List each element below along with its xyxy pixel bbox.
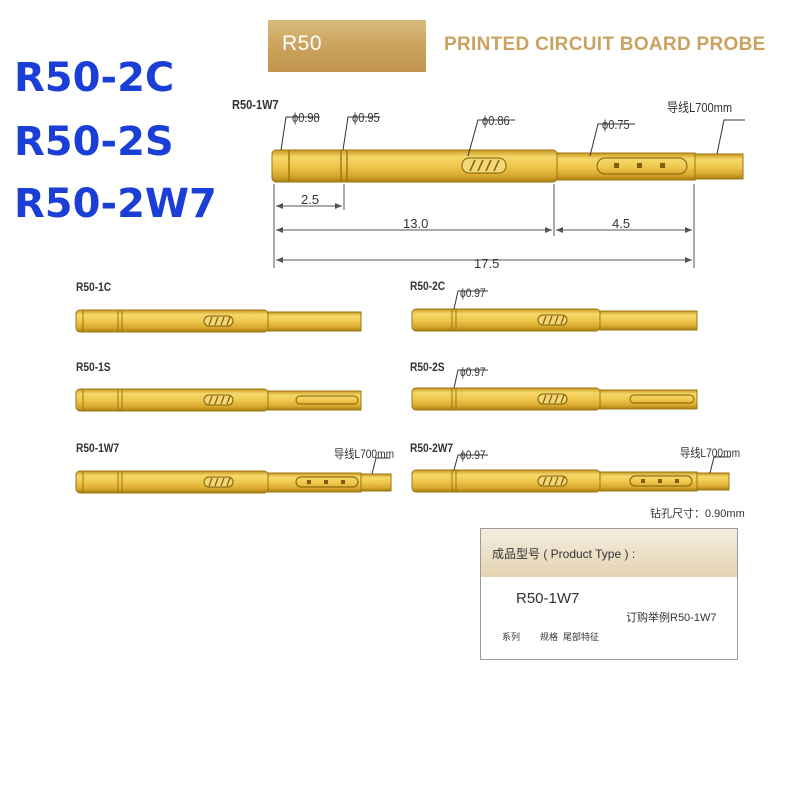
probe-r50-1w7-small bbox=[75, 457, 392, 494]
variant-wire-r50-2w7: 导线L700mm bbox=[680, 446, 741, 460]
variant-wire-r50-1w7: 导线L700mm bbox=[334, 447, 395, 461]
diameter-label-095: ϕ0.95 bbox=[352, 110, 380, 125]
series-badge bbox=[268, 20, 426, 72]
probe-r50-1c bbox=[75, 309, 362, 333]
drill-size-note: 钻孔尺寸：0.90mm bbox=[650, 508, 745, 520]
dimension-2-5: 2.5 bbox=[301, 192, 320, 207]
diameter-label-098: ϕ0.98 bbox=[292, 110, 320, 125]
probe-r50-1s bbox=[75, 388, 362, 412]
variant-label-r50-1c: R50-1C bbox=[76, 280, 112, 294]
dimension-17-5: 17.5 bbox=[474, 256, 500, 271]
dimension-13-0: 13.0 bbox=[403, 216, 429, 231]
main-probe-label: R50-1W7 bbox=[232, 97, 279, 112]
variant-label-r50-1w7: R50-1W7 bbox=[76, 441, 120, 455]
model-name-3: R50-2W7 bbox=[14, 181, 217, 227]
variant-label-r50-1s: R50-1S bbox=[76, 360, 111, 374]
variant-diameter-r50-2c: ϕ0.97 bbox=[460, 286, 486, 300]
product-part-series: 系列 bbox=[502, 632, 521, 642]
variant-diameter-r50-2s: ϕ0.97 bbox=[460, 365, 486, 379]
probe-r50-2w7-small bbox=[411, 454, 730, 493]
main-diameter-leaders bbox=[280, 116, 745, 157]
probe-r50-2c bbox=[411, 290, 698, 332]
model-name-2: R50-2S bbox=[14, 119, 174, 165]
product-type-header bbox=[481, 529, 737, 577]
variant-label-r50-2w7: R50-2W7 bbox=[410, 441, 454, 455]
series-badge-text: R50 bbox=[282, 32, 323, 55]
wire-length-label: 导线L700mm bbox=[667, 100, 733, 115]
product-type-title: 成品型号 ( Product Type ) : bbox=[492, 547, 636, 561]
variant-label-r50-2s: R50-2S bbox=[410, 360, 445, 374]
diameter-label-086: ϕ0.86 bbox=[482, 113, 510, 128]
variant-label-r50-2c: R50-2C bbox=[410, 279, 446, 293]
dimension-4-5: 4.5 bbox=[612, 216, 631, 231]
order-example: 订购举例R50-1W7 bbox=[626, 612, 717, 624]
diameter-label-075: ϕ0.75 bbox=[602, 117, 630, 132]
header-title: PRINTED CIRCUIT BOARD PROBE bbox=[444, 34, 766, 55]
product-part-tail: 尾部特征 bbox=[563, 632, 600, 642]
variant-diameter-r50-2w7: ϕ0.97 bbox=[460, 448, 486, 462]
main-dimension-lines bbox=[273, 184, 695, 268]
model-name-1: R50-2C bbox=[14, 55, 175, 101]
probe-r50-2s bbox=[411, 369, 698, 411]
main-probe bbox=[271, 149, 744, 183]
main-dimension-arrows bbox=[276, 203, 692, 263]
product-type-code: R50-1W7 bbox=[516, 590, 580, 607]
product-part-spec: 规格 bbox=[540, 632, 559, 642]
